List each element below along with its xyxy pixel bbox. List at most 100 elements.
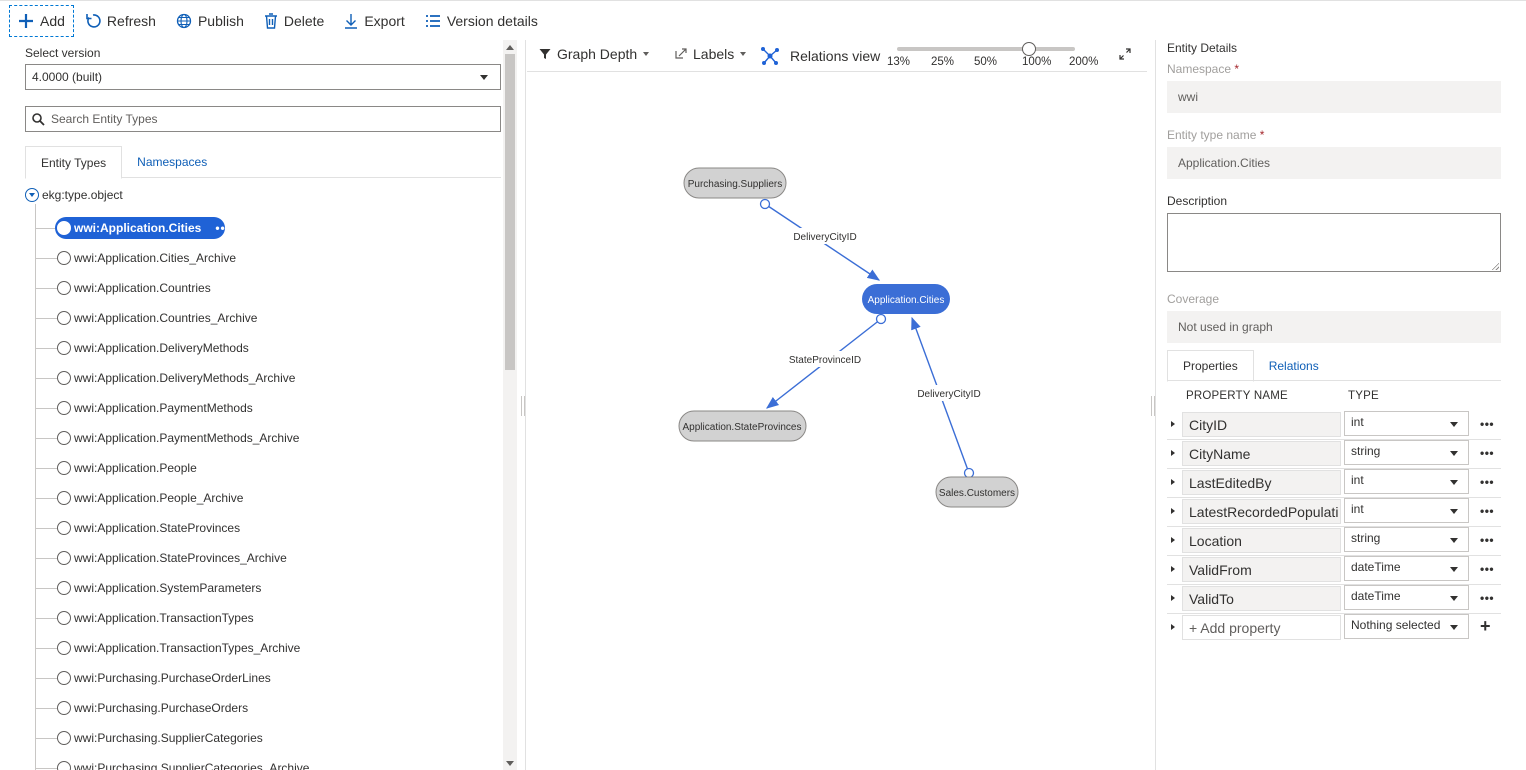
more-options-icon[interactable]: ••• [215, 221, 231, 235]
node-sales-customers[interactable]: Sales.Customers [935, 476, 1019, 508]
expand-row-icon[interactable] [1171, 624, 1175, 630]
tree-item[interactable]: wwi:Application.Cities••• [35, 217, 231, 239]
tree-item[interactable]: wwi:Application.People_Archive [35, 487, 243, 509]
splitter-right[interactable] [1155, 40, 1156, 770]
property-type-select[interactable]: dateTime [1344, 585, 1469, 610]
property-type-select[interactable]: string [1344, 527, 1469, 552]
property-type-select[interactable]: int [1344, 411, 1469, 436]
tree-item[interactable]: wwi:Purchasing.SupplierCategories_Archiv… [35, 757, 309, 770]
entity-tabs: Entity Types Namespaces [25, 146, 501, 179]
expand-row-icon[interactable] [1171, 566, 1175, 572]
more-options-icon[interactable]: ••• [1480, 446, 1495, 460]
node-purchasing-suppliers[interactable]: Purchasing.Suppliers [683, 167, 787, 199]
resize-handle-icon[interactable] [1491, 262, 1499, 270]
publish-button[interactable]: Publish [166, 4, 254, 38]
tree-item[interactable]: wwi:Application.People [35, 457, 197, 479]
zoom-level-label[interactable]: 50% [974, 56, 998, 68]
scroll-up-icon[interactable] [506, 45, 514, 50]
refresh-button[interactable]: Refresh [75, 4, 166, 38]
expand-icon[interactable] [1119, 48, 1131, 63]
zoom-level-label[interactable]: 100% [1022, 56, 1052, 68]
zoom-slider[interactable] [897, 42, 1075, 56]
more-options-icon[interactable]: ••• [1480, 417, 1495, 431]
graph-edge[interactable]: DeliveryCityID [759, 198, 881, 281]
expand-row-icon[interactable] [1171, 421, 1175, 427]
tab-relations[interactable]: Relations [1268, 358, 1319, 373]
more-options-icon[interactable]: ••• [1480, 562, 1495, 576]
zoom-level-label[interactable]: 25% [931, 56, 955, 68]
tree-item[interactable]: wwi:Purchasing.PurchaseOrderLines [35, 667, 271, 689]
tree-item[interactable]: wwi:Application.Countries_Archive [35, 307, 257, 329]
more-options-icon[interactable]: ••• [1480, 591, 1495, 605]
tree-item[interactable]: wwi:Purchasing.PurchaseOrders [35, 697, 248, 719]
zoom-level-label[interactable]: 13% [887, 56, 911, 68]
expand-row-icon[interactable] [1171, 595, 1175, 601]
labels-button[interactable]: Labels [675, 46, 747, 62]
relations-view-button[interactable]: Relations view [760, 46, 880, 66]
property-name-field[interactable]: ValidFrom [1182, 557, 1341, 582]
entity-types-panel: Select version 4.0000 (built) Search Ent… [0, 40, 520, 770]
description-textarea[interactable] [1167, 213, 1501, 272]
collapse-icon[interactable] [25, 188, 39, 202]
property-name-field[interactable]: CityName [1182, 441, 1341, 466]
left-scrollbar[interactable] [503, 40, 517, 770]
more-options-icon[interactable]: ••• [1480, 475, 1495, 489]
node-circle-icon [57, 761, 71, 770]
tab-entity-types[interactable]: Entity Types [25, 146, 123, 179]
zoom-level-label[interactable]: 200% [1069, 56, 1099, 68]
graph-edge[interactable]: StateProvinceID [766, 313, 887, 409]
zoom-slider-thumb[interactable] [1021, 42, 1036, 56]
splitter-grip[interactable] [1151, 396, 1155, 416]
node-application-cities[interactable]: Application.Cities [862, 284, 950, 314]
property-name-field[interactable]: CityID [1182, 412, 1341, 437]
delete-button[interactable]: Delete [254, 4, 334, 38]
scroll-down-icon[interactable] [506, 761, 514, 766]
tab-namespaces[interactable]: Namespaces [137, 155, 208, 169]
tab-properties[interactable]: Properties [1167, 350, 1254, 382]
tree-item-label: wwi:Application.StateProvinces_Archive [74, 551, 287, 565]
expand-row-icon[interactable] [1171, 537, 1175, 543]
property-name-field[interactable]: Location [1182, 528, 1341, 553]
add-property-type-select[interactable]: Nothing selected [1344, 614, 1469, 639]
property-type-select[interactable]: string [1344, 440, 1469, 465]
version-details-button[interactable]: Version details [415, 4, 548, 38]
graph-depth-button[interactable]: Graph Depth [539, 46, 650, 62]
tree-item[interactable]: wwi:Application.Countries [35, 277, 211, 299]
node-application-stateprovinces[interactable]: Application.StateProvinces [678, 410, 807, 442]
search-entity-types-input[interactable]: Search Entity Types [25, 106, 501, 132]
tree-root[interactable]: ekg:type.object [25, 188, 123, 202]
tree-item[interactable]: wwi:Application.TransactionTypes [35, 607, 254, 629]
tree-item[interactable]: wwi:Application.Cities_Archive [35, 247, 236, 269]
tree-item[interactable]: wwi:Application.DeliveryMethods [35, 337, 249, 359]
tree-item[interactable]: wwi:Application.DeliveryMethods_Archive [35, 367, 295, 389]
tree-item[interactable]: wwi:Purchasing.SupplierCategories [35, 727, 263, 749]
tree-item[interactable]: wwi:Application.StateProvinces_Archive [35, 547, 287, 569]
splitter-grip[interactable] [521, 396, 525, 416]
tree-item[interactable]: wwi:Application.StateProvinces [35, 517, 240, 539]
expand-row-icon[interactable] [1171, 479, 1175, 485]
tree-item[interactable]: wwi:Application.PaymentMethods_Archive [35, 427, 299, 449]
export-button[interactable]: Export [334, 4, 414, 38]
property-name-field[interactable]: LastEditedBy [1182, 470, 1341, 495]
property-name-field[interactable]: LatestRecordedPopulati [1182, 499, 1341, 524]
property-type-select[interactable]: dateTime [1344, 556, 1469, 581]
splitter-left[interactable] [525, 40, 526, 770]
more-options-icon[interactable]: ••• [1480, 533, 1495, 547]
tree-item[interactable]: wwi:Application.TransactionTypes_Archive [35, 637, 300, 659]
more-options-icon[interactable]: ••• [1480, 504, 1495, 518]
property-type-select[interactable]: int [1344, 498, 1469, 523]
tree-item[interactable]: wwi:Application.SystemParameters [35, 577, 261, 599]
version-select[interactable]: 4.0000 (built) [25, 64, 501, 90]
expand-row-icon[interactable] [1171, 508, 1175, 514]
add-button[interactable]: Add [8, 4, 75, 38]
property-type-select[interactable]: int [1344, 469, 1469, 494]
tree-item[interactable]: wwi:Application.PaymentMethods [35, 397, 253, 419]
graph-edge[interactable]: DeliveryCityID [907, 316, 991, 479]
expand-row-icon[interactable] [1171, 450, 1175, 456]
add-property-input[interactable]: + Add property [1182, 615, 1341, 640]
property-name-field[interactable]: ValidTo [1182, 586, 1341, 611]
tree-connector [35, 407, 57, 409]
scroll-thumb[interactable] [505, 54, 515, 370]
add-property-plus-icon[interactable]: + [1480, 616, 1491, 636]
tree-connector [35, 317, 57, 319]
